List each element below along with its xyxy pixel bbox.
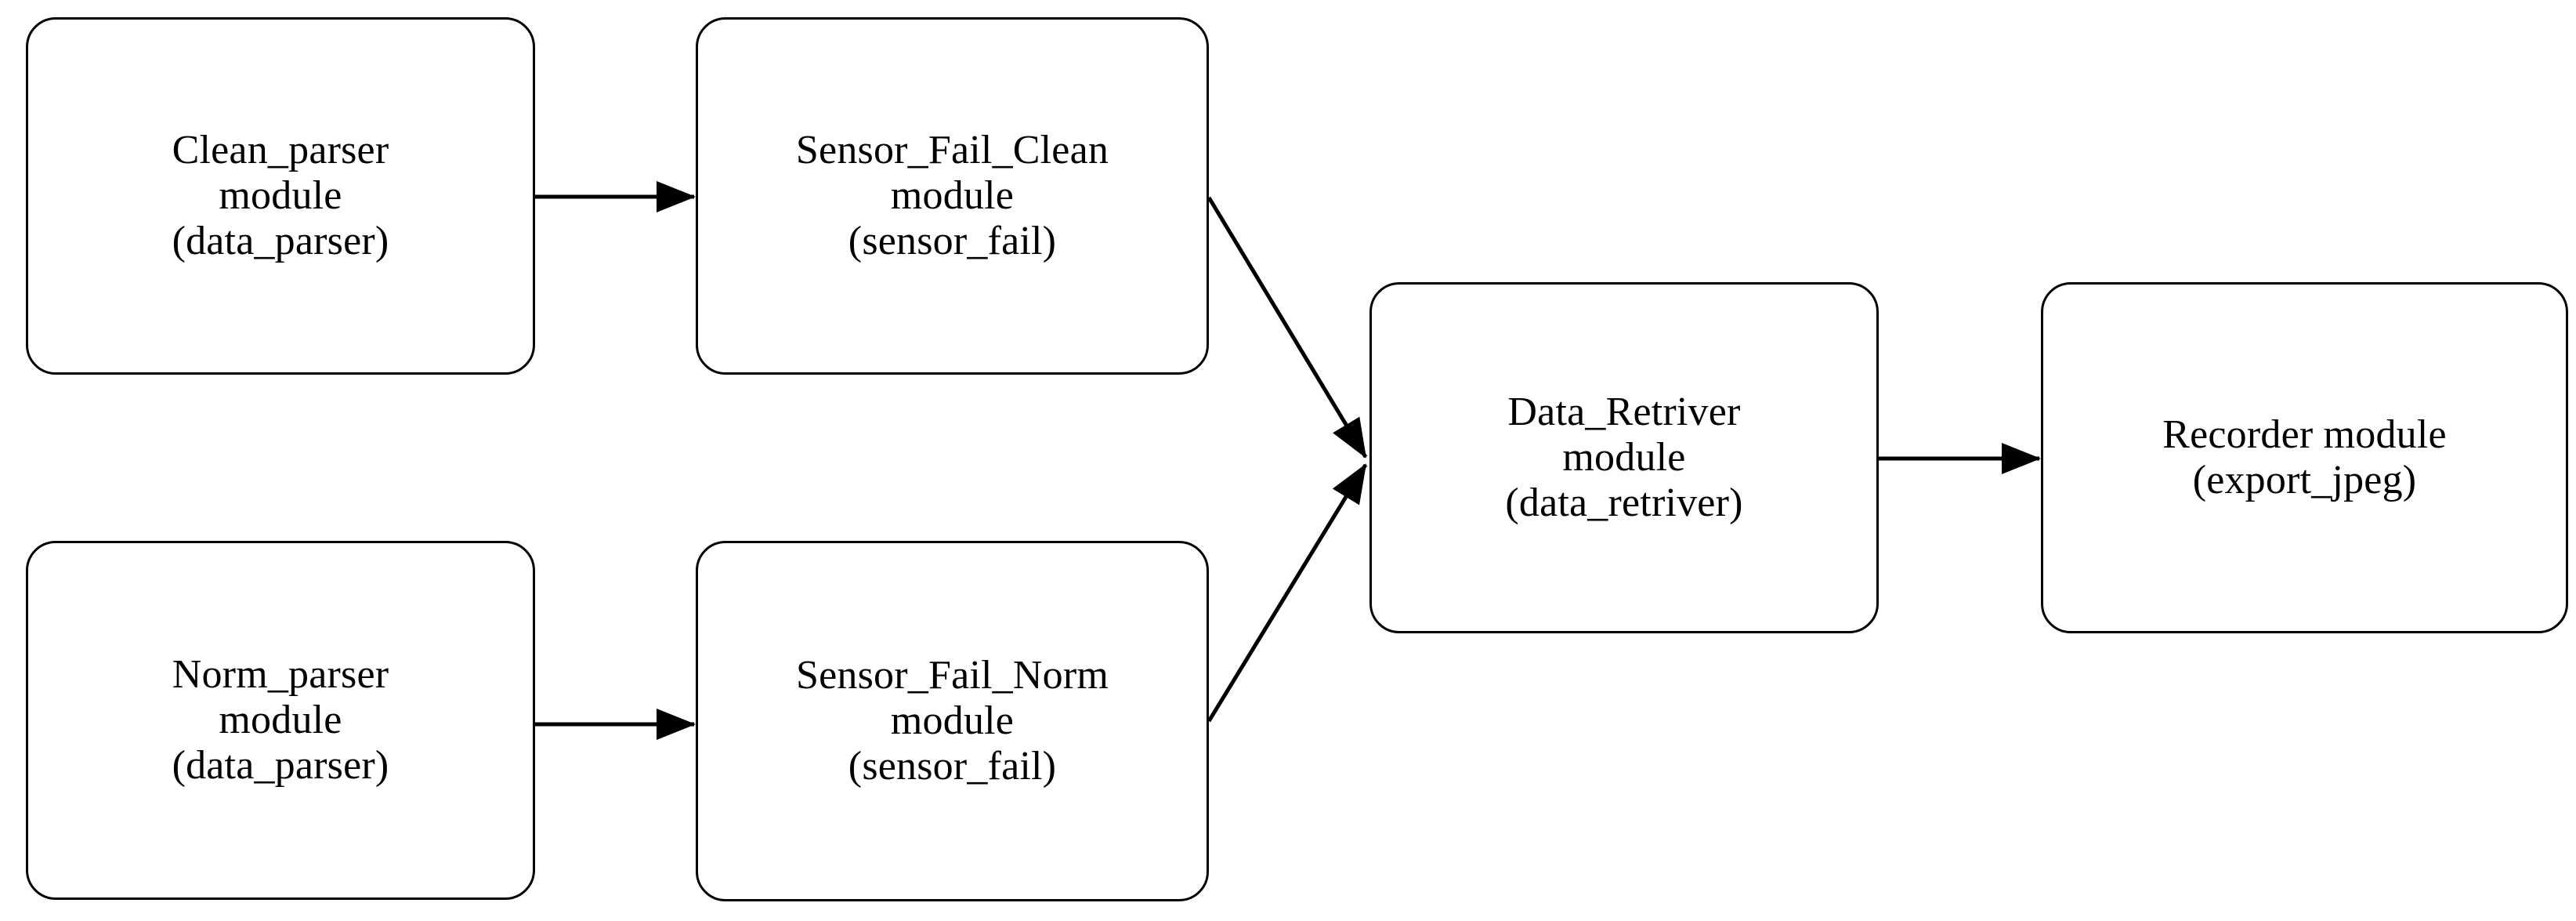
node-clean-parser[interactable]: Clean_parser module (data_parser): [26, 17, 535, 375]
node-sensor-fail-clean-line3: (sensor_fail): [848, 219, 1057, 264]
node-sensor-fail-clean[interactable]: Sensor_Fail_Clean module (sensor_fail): [696, 17, 1209, 375]
node-sensor-fail-clean-line1: Sensor_Fail_Clean: [795, 127, 1109, 172]
node-norm-parser-line2: module: [219, 697, 342, 742]
node-norm-parser[interactable]: Norm_parser module (data_parser): [26, 541, 535, 900]
node-data-retriver-line2: module: [1562, 434, 1686, 480]
node-data-retriver[interactable]: Data_Retriver module (data_retriver): [1369, 282, 1879, 633]
node-clean-parser-line1: Clean_parser: [172, 127, 389, 172]
node-sensor-fail-norm[interactable]: Sensor_Fail_Norm module (sensor_fail): [696, 541, 1209, 901]
node-recorder[interactable]: Recorder module (export_jpeg): [2041, 282, 2568, 633]
node-norm-parser-line3: (data_parser): [172, 743, 389, 789]
edge-sensor-fail-clean-to-data-retriver: [1207, 196, 1368, 459]
node-sensor-fail-clean-line2: module: [890, 172, 1015, 218]
node-clean-parser-line3: (data_parser): [172, 219, 389, 264]
node-data-retriver-line1: Data_Retriver: [1507, 389, 1741, 434]
node-data-retriver-line3: (data_retriver): [1505, 480, 1743, 526]
node-recorder-line1: Recorder module: [2162, 412, 2447, 457]
node-sensor-fail-norm-line2: module: [890, 698, 1015, 743]
node-norm-parser-line1: Norm_parser: [172, 651, 389, 697]
node-recorder-line2: (export_jpeg): [2192, 458, 2417, 502]
edge-sensor-fail-norm-to-data-retriver: [1207, 463, 1368, 723]
node-sensor-fail-norm-line1: Sensor_Fail_Norm: [796, 652, 1109, 698]
node-sensor-fail-norm-line3: (sensor_fail): [848, 744, 1057, 789]
node-clean-parser-line2: module: [219, 172, 342, 218]
